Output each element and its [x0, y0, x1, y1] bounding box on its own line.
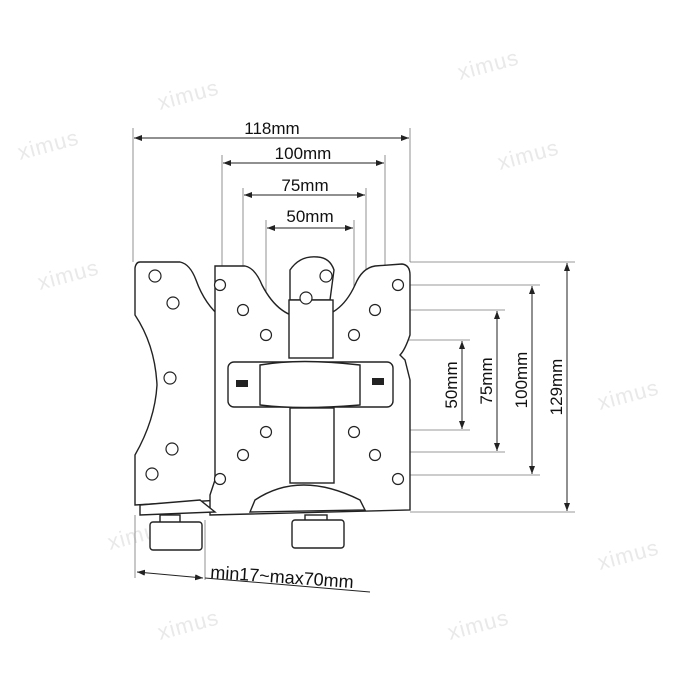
mounting-holes	[145, 269, 405, 486]
dimension-118mm: 118mm	[244, 119, 299, 138]
mount-bracket	[134, 256, 411, 551]
dimension-50mm-vertical: 50mm	[442, 361, 461, 408]
dimension-100mm-vertical: 100mm	[512, 352, 531, 409]
svg-text:ximus: ximus	[15, 125, 82, 165]
dimension-75mm: 75mm	[281, 176, 328, 195]
svg-text:ximus: ximus	[595, 375, 662, 415]
dimension-129mm: 129mm	[547, 359, 566, 416]
svg-text:ximus: ximus	[595, 535, 662, 575]
svg-text:ximus: ximus	[155, 605, 222, 645]
dimension-100mm: 100mm	[275, 144, 332, 163]
svg-text:ximus: ximus	[445, 605, 512, 645]
clamp-knobs	[149, 514, 345, 551]
svg-text:ximus: ximus	[35, 255, 102, 295]
vertical-dimensions: 129mm 100mm 75mm 50mm	[360, 261, 575, 513]
dimension-75mm-vertical: 75mm	[477, 357, 496, 404]
svg-text:ximus: ximus	[155, 75, 222, 115]
svg-text:ximus: ximus	[495, 135, 562, 175]
dimension-50mm: 50mm	[286, 207, 333, 226]
clamp-range-label: min17~max70mm	[210, 562, 355, 592]
svg-text:ximus: ximus	[455, 45, 522, 85]
